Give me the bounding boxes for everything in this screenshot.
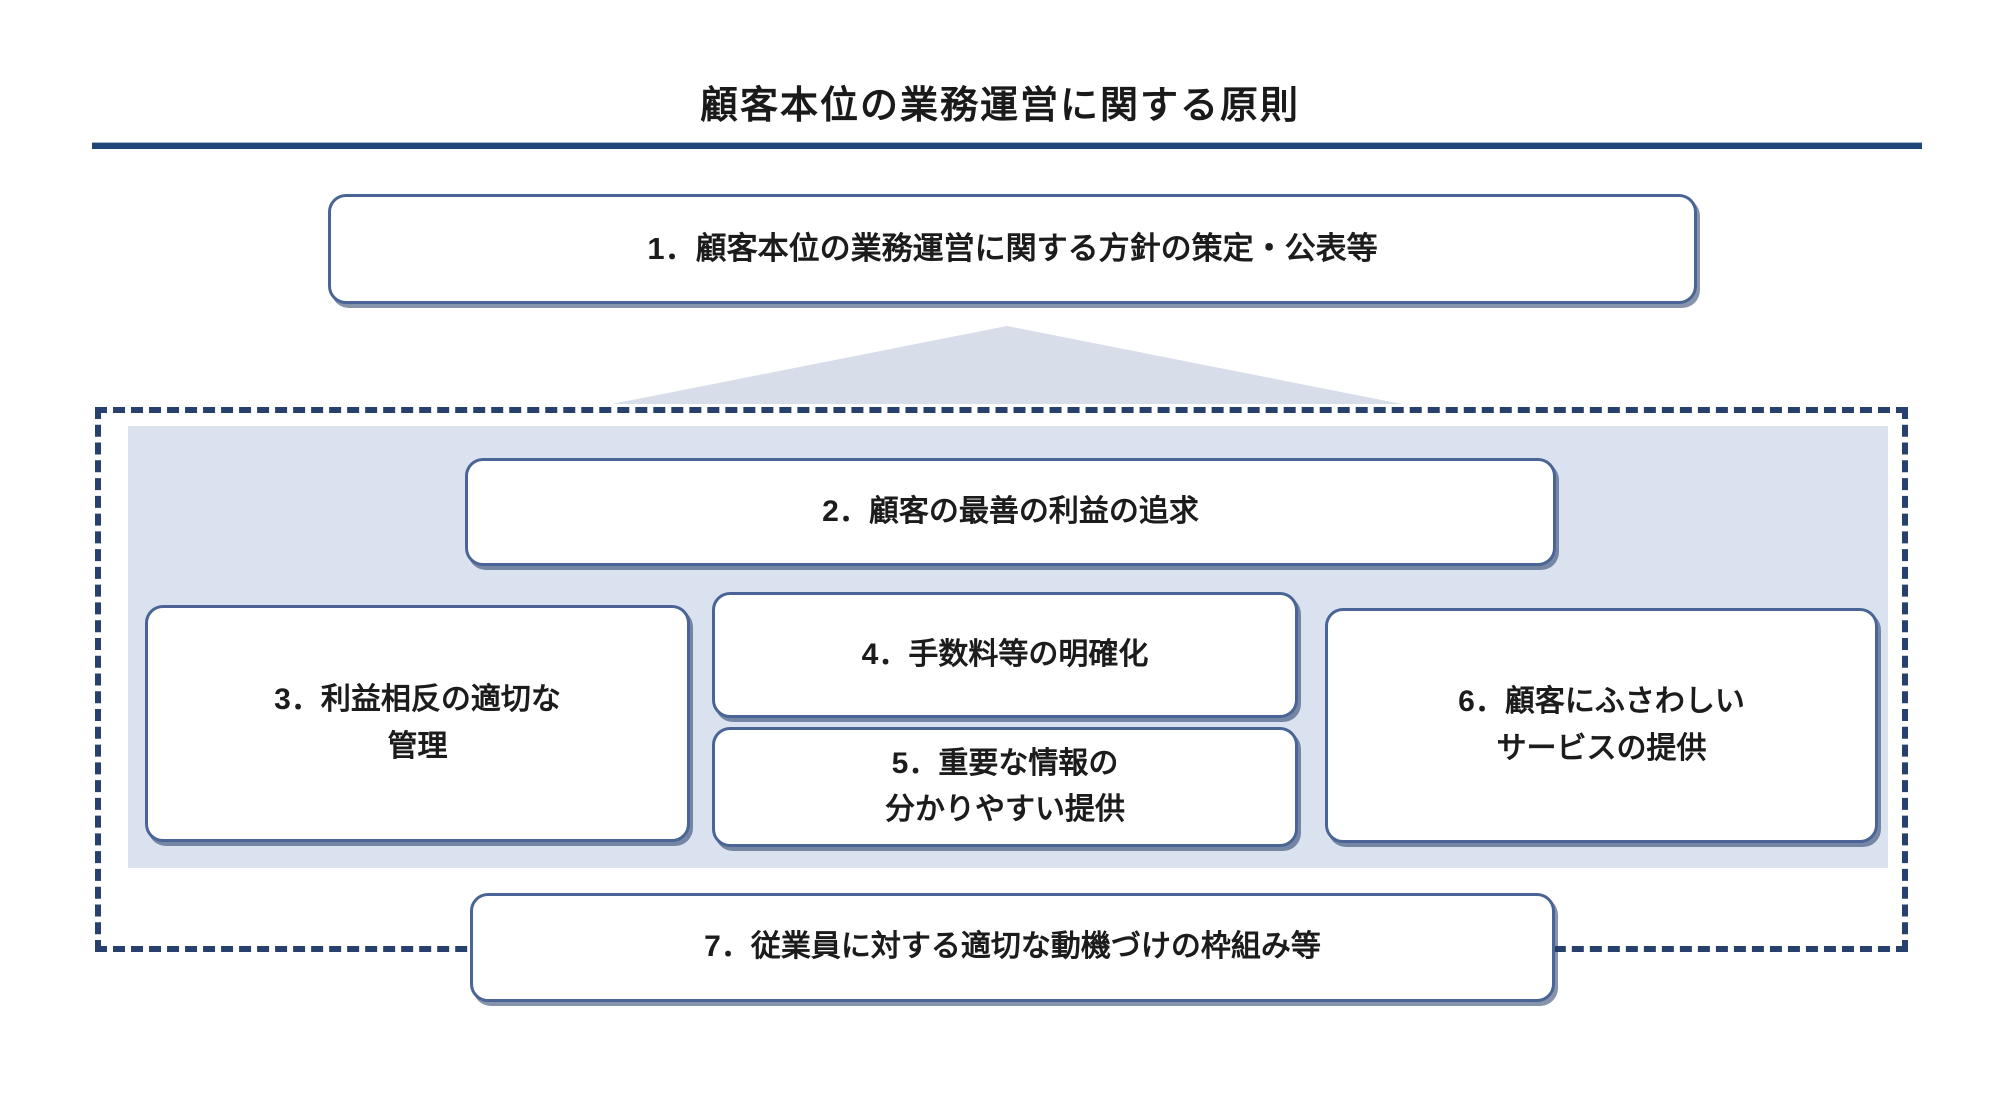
principle-2-box: 2．顧客の最善の利益の追求 (465, 458, 1556, 566)
principle-6-box: 6．顧客にふさわしい サービスの提供 (1325, 608, 1878, 843)
principle-7-label: 7．従業員に対する適切な動機づけの枠組み等 (704, 930, 1321, 964)
title-underline-rule (92, 142, 1922, 149)
principle-1-box: 1．顧客本位の業務運営に関する方針の策定・公表等 (328, 194, 1697, 304)
principle-3-label: 3．利益相反の適切な 管理 (274, 683, 561, 763)
principle-7-box: 7．従業員に対する適切な動機づけの枠組み等 (470, 893, 1555, 1002)
principle-5-label: 5．重要な情報の 分かりやすい提供 (885, 746, 1125, 827)
upward-triangle-shape (612, 326, 1402, 404)
page-title: 顧客本位の業務運営に関する原則 (699, 85, 1300, 127)
principle-3-box: 3．利益相反の適切な 管理 (145, 605, 690, 842)
principle-4-label: 4．手数料等の明確化 (861, 637, 1149, 671)
principle-4-box: 4．手数料等の明確化 (712, 592, 1298, 718)
principle-1-label: 1．顧客本位の業務運営に関する方針の策定・公表等 (647, 230, 1378, 266)
principle-5-box: 5．重要な情報の 分かりやすい提供 (712, 727, 1298, 847)
principle-2-label: 2．顧客の最善の利益の追求 (822, 494, 1199, 528)
principle-6-label: 6．顧客にふさわしい サービスの提供 (1458, 685, 1745, 765)
